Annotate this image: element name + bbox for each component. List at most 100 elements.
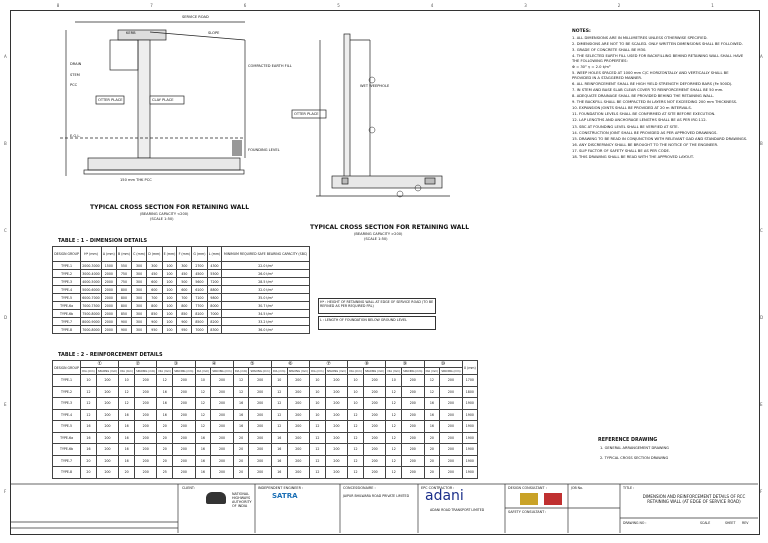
table2-subheader: DIA (mm) (156, 367, 174, 375)
table1-cell: 7100 (191, 293, 208, 302)
table2-cell: 1900 (461, 454, 479, 467)
table1-cell: 900 (146, 317, 163, 326)
table1-cell: 100 (161, 301, 178, 310)
table2-cell: 10 (309, 408, 326, 421)
table2-cell: 200 (401, 431, 425, 444)
table1-cell: 750 (115, 269, 133, 278)
table1-cell: 300 (131, 285, 148, 294)
note-item: 17. SLIP FACTOR OF SAFETY SHALL BE AS PE… (572, 148, 670, 153)
table2-cell: 16 (270, 466, 288, 479)
table2-cell: 1900 (461, 443, 479, 456)
table2-cell: 200 (324, 374, 349, 387)
table2-cell: 200 (286, 420, 311, 433)
table2-cell: 200 (248, 374, 272, 387)
table2-cell: 12 (270, 385, 288, 398)
table1-cell: 100 (161, 325, 178, 334)
table2-cell: TYPE-7 (51, 454, 82, 467)
table1-cell: 5600 (191, 277, 208, 286)
table2-cell: 12 (347, 420, 364, 433)
table2-cell: 200 (172, 443, 196, 456)
table1-cell: 550 (115, 261, 133, 270)
table2-cell: 16 (270, 443, 288, 456)
table2-cell: 200 (248, 431, 272, 444)
table2-cell: 16 (270, 431, 288, 444)
table2-subheader: DIA (mm) (385, 367, 403, 375)
table2-cell: TYPE-5 (51, 420, 82, 433)
table2-cell: 1900 (461, 408, 479, 421)
table1-cell: 300 (131, 261, 148, 270)
table1-cell: 300 (131, 277, 148, 286)
table1-cell: 8200 (206, 317, 223, 326)
note-h: H* : HEIGHT OF RETAINING WALL AT EDGE OF… (318, 298, 436, 314)
table2-cell: 16 (118, 431, 135, 444)
table2-cell: 200 (248, 408, 272, 421)
table2-cell: TYPE-6b (51, 443, 82, 456)
table1-cell: 850 (176, 309, 193, 318)
table1-cell: 300 (131, 293, 148, 302)
table2-cell: 200 (248, 397, 272, 410)
table2-bar-mark: ① (80, 360, 120, 368)
table1-header: F (mm) (176, 246, 193, 262)
table2-cell: 200 (362, 385, 387, 398)
table2-bar-mark: ⑤ (232, 360, 272, 368)
table2-cell: 12 (309, 443, 326, 456)
table2-cell: TYPE-4 (51, 408, 82, 421)
table2-cell: 16 (232, 408, 250, 421)
scale-label: SCALE (700, 521, 711, 525)
label-weephole: WET WEEPHOLE (360, 84, 390, 88)
table1-cell: TYPE-6a (51, 301, 82, 310)
table2-subheader: DIA (mm) (194, 367, 212, 375)
table2-cell: 20 (118, 466, 135, 479)
label-pcc-thk: 150 mm THK PCC (120, 178, 152, 182)
table2-cell: 12 (385, 454, 403, 467)
table2-bar-mark: ⑩ (423, 360, 463, 368)
table2-cell: 16 (156, 397, 174, 410)
table2-subheader: DIA (mm) (232, 367, 250, 375)
table1-cell: 7500-8000 (80, 309, 102, 318)
table1-cell: 5500 (206, 269, 223, 278)
label-stem: STEM (70, 73, 80, 77)
table2-cell: 12 (385, 397, 403, 410)
table2-cell: 10 (118, 374, 135, 387)
table2-cell: 12 (270, 408, 288, 421)
design-consultant-label: DESIGN CONSULTANT : (508, 486, 547, 490)
table2-cell: 12 (118, 385, 135, 398)
table2-bar-mark: ⑧ (347, 360, 387, 368)
table1-header: G (mm) (191, 246, 208, 262)
table2-cell: TYPE-8 (51, 466, 82, 479)
table2-cell: 20 (156, 431, 174, 444)
table2-cell: 200 (439, 385, 463, 398)
table2-cell: 200 (133, 443, 158, 456)
table2-subheader: DIA (mm) (270, 367, 288, 375)
table1-cell: 600 (146, 285, 163, 294)
table1-cell: 9800 (206, 293, 223, 302)
note-item: 4. THE SELECTED EARTH FILL USED FOR BACK… (572, 54, 744, 63)
table2-cell: 1900 (461, 397, 479, 410)
table2-cell: 200 (286, 408, 311, 421)
table1-cell: 800 (115, 293, 133, 302)
section2-sub2: (SCALE 1:50) (364, 237, 388, 241)
table1-cell: 7000 (191, 325, 208, 334)
table1-cell: 950 (176, 325, 193, 334)
table1-cell: 100 (161, 317, 178, 326)
table1-cell: 7200 (206, 277, 223, 286)
table1-header: L (mm) (206, 246, 223, 262)
note-item: 9. THE BACKFILL SHALL BE COMPACTED IN LA… (572, 100, 738, 105)
epc-name: adani (425, 488, 464, 504)
table1-cell: 100 (161, 293, 178, 302)
table2-cell: 12 (118, 397, 135, 410)
label-pcc: PCC (70, 83, 78, 87)
table2-cell: 20 (232, 454, 250, 467)
concessionaire-name: JAIPUR BHILWARA ROAD PRIVATE LIMITED (343, 494, 410, 498)
table2-header: DESIGN GROUP (51, 360, 82, 375)
table2-cell: 12 (385, 420, 403, 433)
table2-cell: 16 (80, 420, 97, 433)
table1-cell: 33.2 t/m² (221, 317, 310, 326)
table1-title: TABLE : 1 - DIMENSION DETAILS (58, 238, 148, 244)
label-kerb: KERB (126, 31, 136, 35)
note-item: 18. THIS DRAWING SHALL BE READ WITH THE … (572, 154, 694, 159)
table2-cell: 12 (347, 443, 364, 456)
